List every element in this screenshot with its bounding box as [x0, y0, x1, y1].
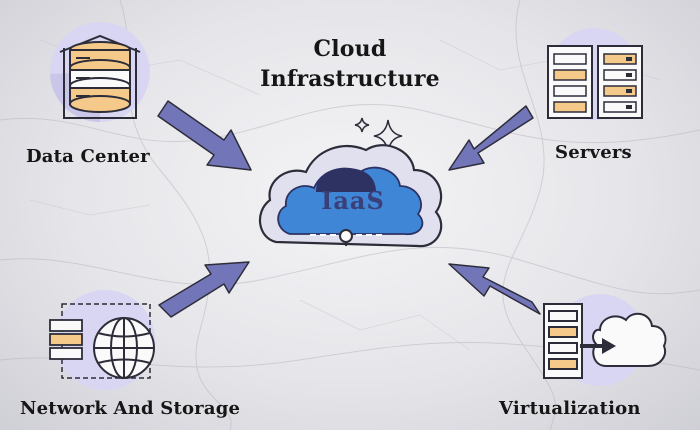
title-line-1: Cloud	[313, 36, 387, 62]
arrow-data-center	[157, 100, 252, 171]
label-virtualization: Virtualization	[499, 398, 641, 419]
label-servers: Servers	[555, 142, 632, 163]
arrow-servers	[448, 105, 534, 171]
iaas-label: IaaS	[321, 186, 385, 215]
label-data-center: Data Center	[26, 146, 150, 167]
arrow-network-storage	[158, 261, 250, 318]
diagram-title: Cloud Infrastructure	[0, 34, 700, 94]
title-line-2: Infrastructure	[260, 66, 440, 92]
central-cloud	[258, 144, 443, 248]
database-icon	[50, 22, 150, 123]
arrow-virtualization	[448, 263, 541, 315]
server-rack-icon	[547, 28, 643, 120]
virtualization-icon	[543, 294, 667, 386]
label-network-and-storage: Network And Storage	[20, 398, 241, 419]
network-storage-icon	[49, 290, 155, 390]
